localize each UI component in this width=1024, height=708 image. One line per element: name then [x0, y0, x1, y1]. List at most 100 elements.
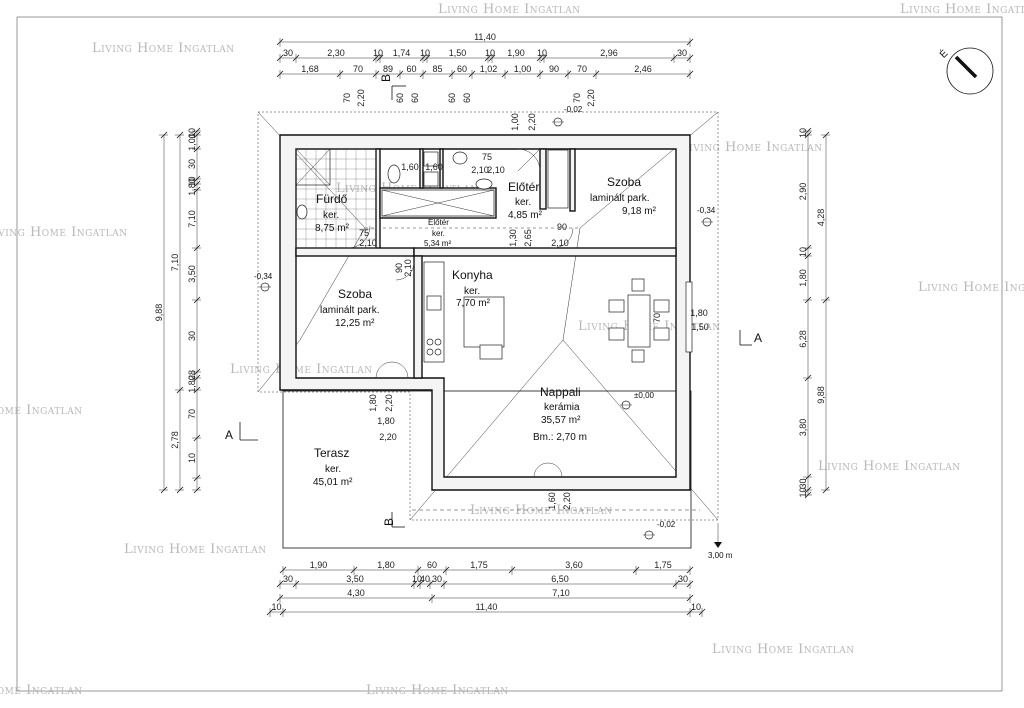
bottom-dim-row3-label: 4,30	[347, 588, 365, 598]
room-floor-szoba-1: laminált park.	[590, 193, 649, 204]
room-floor-szoba-2: laminált park.	[320, 305, 379, 316]
top-dim-row2-label: 2,30	[327, 48, 345, 58]
top-dim-row2-label: 1,50	[449, 48, 467, 58]
level-ground: 3,00 m	[708, 551, 733, 560]
bottom-dim-row1-label: 60	[427, 560, 437, 570]
top-dim-row3-label: 85	[432, 64, 442, 74]
level-right: -0,34	[697, 206, 716, 215]
bottom-dim-row2-label: 6,50	[551, 574, 569, 584]
watermark: Living Home Ingatlan	[0, 683, 83, 698]
watermark: Living Home Ingatlan	[470, 503, 613, 518]
inner-dim-label: 1,80	[377, 416, 395, 426]
inner-dim-label: 90	[394, 263, 404, 273]
left-dim-row1-label: 70	[187, 409, 197, 419]
room-floor-furdo: ker.	[323, 210, 339, 221]
inner-dim-label: 70	[572, 93, 582, 103]
bathroom-tiles	[295, 148, 377, 249]
inner-dim-label: 2,10	[487, 165, 505, 175]
level-top: -0,02	[564, 105, 583, 114]
left-dim-row1-label: 28	[187, 370, 197, 380]
inner-dim-label: 2,10	[551, 238, 569, 248]
bottom-dim-row4-label: 11,40	[476, 602, 498, 612]
doors	[347, 148, 693, 478]
inner-dim-label: 2,10	[403, 259, 413, 277]
watermark: Living Home Ingatlan	[0, 225, 128, 240]
left-dim-row1-label: 30	[187, 159, 197, 169]
watermark: Living Home Ingatlan	[900, 2, 1024, 17]
bottom-dim-row2-label: 40	[420, 574, 430, 584]
top-dim-row3-label: 90	[549, 64, 559, 74]
top-dim-row2-label: 10	[420, 48, 430, 58]
right-dim-row1-label: 10	[798, 487, 808, 497]
inner-dim-label: 2,20	[356, 89, 366, 107]
right-dim-row1-label: 1,80	[798, 269, 808, 287]
inner-dim-label: 2,20	[527, 113, 537, 131]
left-dim-row1-label: 30	[187, 331, 197, 341]
inner-dim-label: 1,60	[547, 492, 557, 510]
top-dim-row3-label: 70	[577, 64, 587, 74]
left-dim-row1-label: 10	[187, 453, 197, 463]
room-floor-eloter-1: ker.	[515, 197, 531, 208]
section-markers: A A B B	[225, 74, 762, 528]
section-b-bottom: B	[382, 518, 396, 526]
left-dim-row2-label: 2,78	[170, 431, 180, 449]
inner-dim-label: 60	[462, 93, 472, 103]
room-area-konyha: 7,70 m²	[456, 298, 491, 309]
top-dim-row3-label: 1,68	[301, 64, 319, 74]
top-dim-row2-label: 10	[373, 48, 383, 58]
watermark: Living Home Ingatlan	[230, 362, 373, 377]
bottom-dim-row1-label: 1,75	[654, 560, 672, 570]
left-dim-row1-label: 1,80	[187, 178, 197, 196]
room-labels: Fürdő ker. 8,75 m² Előtér ker. 4,85 m² S…	[313, 175, 657, 488]
inner-dim-label: 75	[359, 228, 369, 238]
inner-dim-label: 1,80	[690, 308, 708, 318]
room-area-szoba-1: 9,18 m²	[622, 206, 657, 217]
bottom-dim-row2-label: 30	[283, 574, 293, 584]
inner-dim-label: 70	[342, 93, 352, 103]
left-dim-row2-label: 7,10	[170, 254, 180, 272]
room-floor-nappali: kerámia	[544, 402, 580, 413]
top-dim-row2-label: 1,90	[507, 48, 525, 58]
top-dim-row2-label: 2,96	[600, 48, 618, 58]
left-dim-row3-label: 9,88	[154, 304, 164, 322]
bottom-dim-row3-label: 7,10	[552, 588, 570, 598]
dimension-lines: 11,40 30 2,30 10 1,74 10 1,50 10 1,90 10 2,96 30 1,6…	[154, 32, 830, 617]
room-area-eloter-2: 5,34 m²	[424, 239, 451, 248]
inner-dim-label: 60	[395, 93, 405, 103]
level-left: -0,34	[254, 272, 273, 281]
room-area-terasz: 45,01 m²	[313, 477, 353, 488]
bottom-dim-row4-label: 10	[271, 602, 281, 612]
room-floor-konyha: ker.	[464, 286, 480, 297]
bottom-dim-row1-label: 1,90	[310, 560, 328, 570]
fixtures	[296, 149, 670, 363]
room-name-konyha: Konyha	[452, 268, 493, 282]
inner-dim-label: 2,10	[359, 238, 377, 248]
level-markers: -0,34 -0,02 -0,34 ±0,00 -0,02 3,00 m	[254, 105, 733, 560]
terrace	[282, 390, 700, 549]
left-dim-row1-label: 3,50	[187, 265, 197, 283]
inner-dim-label: 60	[410, 93, 420, 103]
level-bottom: -0,02	[657, 520, 676, 529]
watermark: Living Home Ingatlan	[438, 2, 581, 17]
room-name-szoba-2: Szoba	[338, 287, 372, 301]
room-area-eloter-1: 4,85 m²	[508, 210, 543, 221]
bottom-dim-row2-label: 30	[432, 574, 442, 584]
top-dim-row2-label: 1,74	[393, 48, 411, 58]
room-area-furdo: 8,75 m²	[315, 223, 350, 234]
watermark: Living Home Ingatlan	[818, 459, 961, 474]
top-dim-row3-label: 89	[383, 64, 393, 74]
inner-dim-label: 1,50	[691, 322, 709, 332]
level-main: ±0,00	[634, 391, 655, 400]
left-dim-row1-label: 10	[187, 176, 197, 186]
watermark: Living Home Ingatlan	[124, 542, 267, 557]
right-dim-row2-label: 9,88	[816, 386, 826, 404]
top-dim-row3-label: 60	[406, 64, 416, 74]
left-dim-row1-label: 1,00	[187, 133, 197, 151]
inner-dim-label: 1,60	[425, 162, 443, 172]
inner-dim-label: 2,65	[523, 229, 533, 247]
bottom-dim-row1-label: 3,60	[565, 560, 583, 570]
room-area-szoba-2: 12,25 m²	[335, 318, 375, 329]
room-name-furdo: Fürdő	[316, 192, 348, 206]
right-dim-row1-label: 2,90	[798, 183, 808, 201]
watermark: Living Home Ingatlan	[918, 280, 1024, 295]
